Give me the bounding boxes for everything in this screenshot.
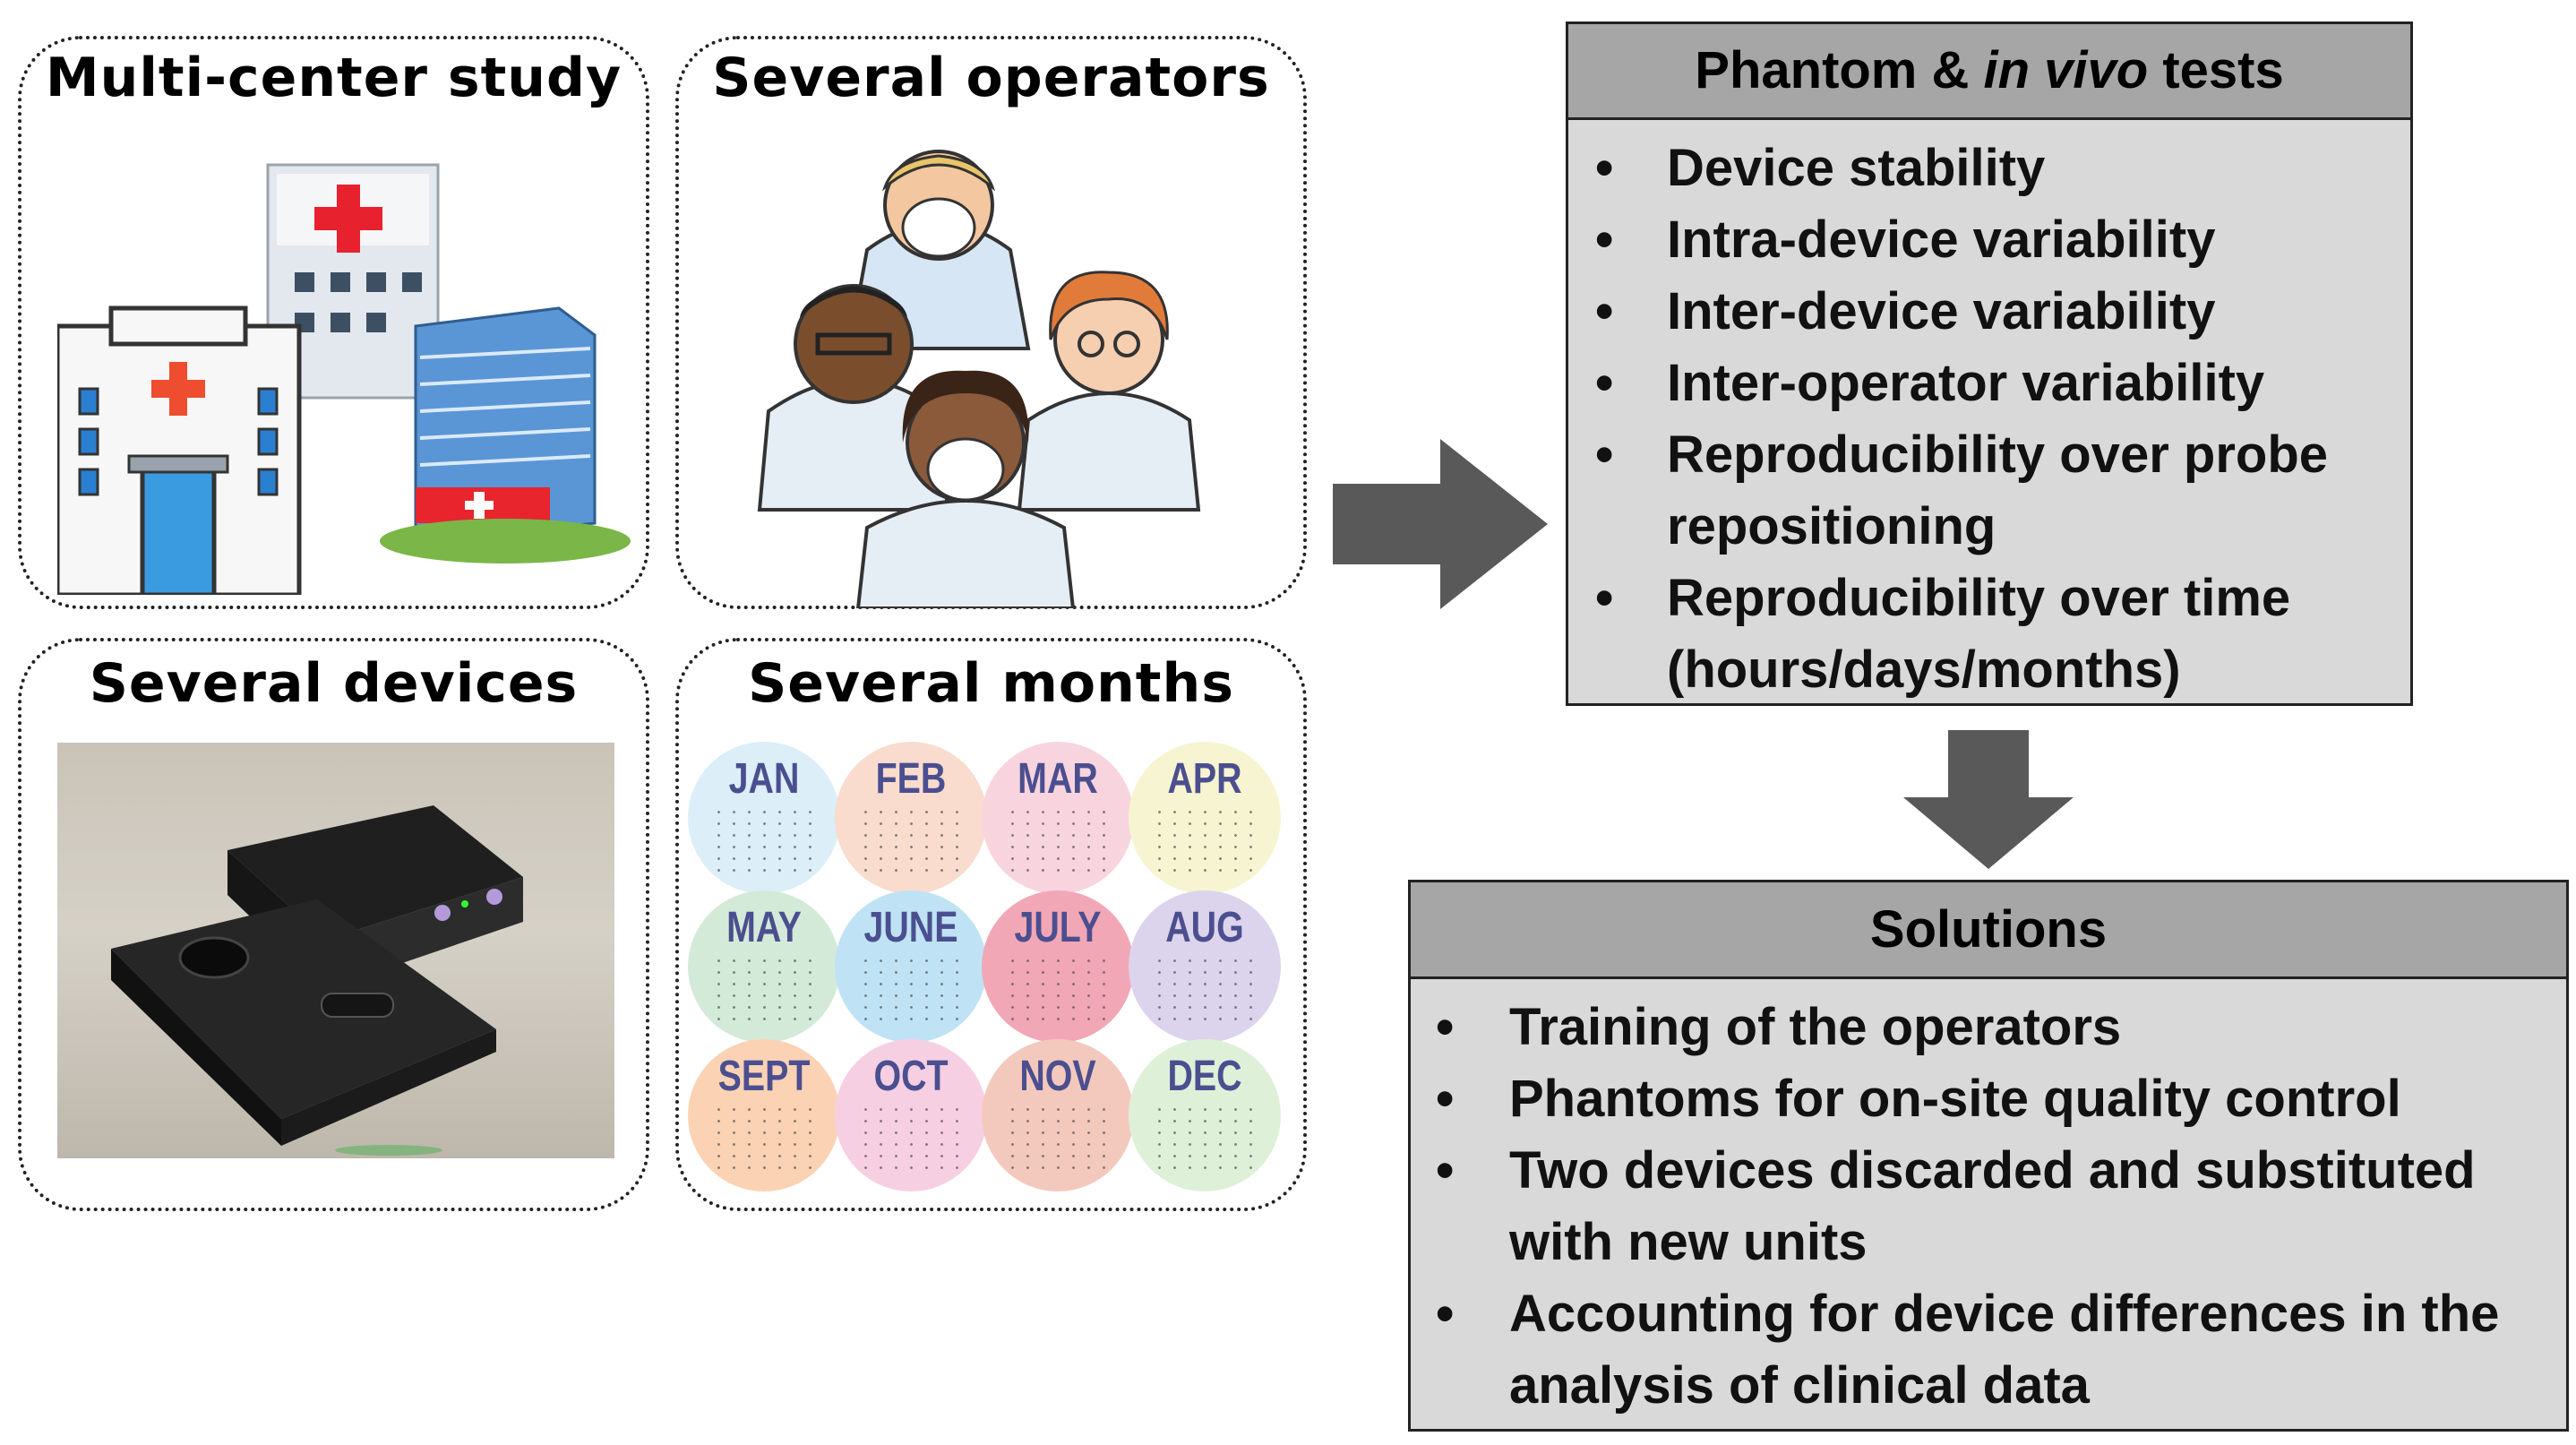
tests-box: Phantom & in vivo tests Device stability… [1566, 22, 2413, 706]
calendar-days-grid [711, 806, 817, 878]
month-label: NOV [1019, 1053, 1096, 1100]
month-label: SEPT [717, 1053, 811, 1100]
solutions-item: Accounting for device differences in the… [1411, 1278, 2566, 1422]
operators-title: Several operators [712, 47, 1270, 109]
calendar-days-grid [1152, 806, 1258, 878]
solutions-list: Training of the operators Phantoms for o… [1411, 979, 2566, 1422]
operators-panel: Several operators [675, 36, 1307, 609]
month-calendar-apr: APR [1129, 742, 1281, 894]
multi-center-title: Multi-center study [45, 47, 623, 109]
arrow-down-icon [1903, 730, 2074, 869]
month-calendar-aug: AUG [1129, 890, 1281, 1043]
tests-item: Device stability [1568, 133, 2410, 204]
tests-list: Device stability Intra-device variabilit… [1568, 120, 2410, 706]
calendar-days-grid [1005, 955, 1111, 1027]
calendar-days-grid [1005, 806, 1111, 878]
tests-item: Inter-device variability [1568, 276, 2410, 348]
months-title: Several months [748, 652, 1234, 715]
month-label: APR [1167, 755, 1242, 803]
calendar-days-grid [858, 1104, 964, 1175]
month-calendar-july: JULY [982, 890, 1134, 1043]
tests-item: Intra-device variability [1568, 204, 2410, 276]
tests-item: Reproducibility over probe repositioning [1568, 419, 2410, 563]
multi-center-panel: Multi-center study [18, 36, 649, 609]
month-label: DEC [1167, 1053, 1242, 1100]
calendar-days-grid [711, 955, 817, 1027]
month-label: AUG [1165, 904, 1244, 951]
solutions-box: Solutions Training of the operators Phan… [1408, 880, 2569, 1432]
month-label: MAR [1018, 755, 1098, 803]
month-calendar-nov: NOV [982, 1039, 1134, 1191]
devices-title: Several devices [89, 652, 579, 715]
month-label: JAN [728, 755, 800, 803]
month-calendar-feb: FEB [835, 742, 987, 894]
month-label: JULY [1014, 904, 1102, 951]
month-calendar-may: MAY [688, 890, 840, 1043]
month-calendar-sept: SEPT [688, 1039, 840, 1191]
month-calendar-june: JUNE [835, 890, 987, 1043]
tests-box-title: Phantom & in vivo tests [1568, 24, 2410, 120]
calendar-days-grid [858, 955, 964, 1027]
calendar-days-grid [1152, 1104, 1258, 1175]
solutions-box-title: Solutions [1411, 882, 2566, 979]
solutions-item: Two devices discarded and substituted wi… [1411, 1135, 2566, 1278]
month-label: JUNE [863, 904, 958, 951]
month-calendar-dec: DEC [1129, 1039, 1281, 1191]
solutions-item: Phantoms for on-site quality control [1411, 1063, 2566, 1135]
calendar-days-grid [858, 806, 964, 878]
calendar-days-grid [1152, 955, 1258, 1027]
device-photo [57, 743, 614, 1158]
month-calendar-jan: JAN [688, 742, 840, 894]
hospital-icon [57, 163, 631, 595]
months-panel: Several months JAN FEB MAR APR MAY JUNE JULY AU… [675, 638, 1307, 1211]
calendar-days-grid [1005, 1104, 1111, 1175]
arrow-right-icon [1333, 439, 1548, 609]
doctors-group-icon [757, 150, 1201, 608]
month-calendar-oct: OCT [835, 1039, 987, 1191]
calendar-days-grid [711, 1104, 817, 1175]
month-calendar-mar: MAR [982, 742, 1134, 894]
solutions-item: Training of the operators [1411, 992, 2566, 1063]
month-label: FEB [875, 755, 947, 803]
month-label: OCT [873, 1053, 949, 1100]
month-label: MAY [726, 904, 802, 951]
tests-item: Inter-operator variability [1568, 348, 2410, 419]
tests-item: Reproducibility over time (hours/days/mo… [1568, 563, 2410, 706]
devices-panel: Several devices [18, 638, 649, 1211]
